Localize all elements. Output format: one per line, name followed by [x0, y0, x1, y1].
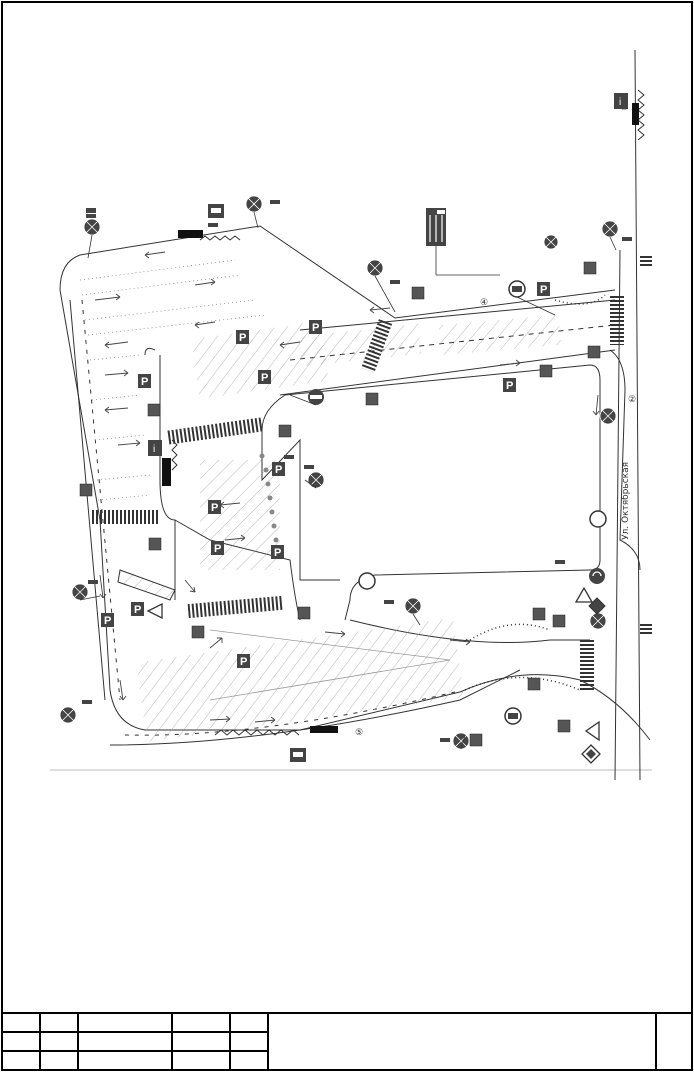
right-road-edge — [634, 49, 641, 781]
parking-sign-icon: P — [131, 602, 144, 616]
main-road — [299, 299, 616, 331]
parking-sign-icon: P — [211, 541, 224, 555]
svg-text:i: i — [619, 97, 621, 108]
priority-road-sign-icon — [588, 597, 606, 615]
title-block — [2, 1012, 692, 1070]
parking-sign-icon: P — [309, 320, 322, 334]
crosswalk — [187, 595, 284, 619]
parking-sign-icon: P — [237, 654, 250, 668]
crosswalk — [166, 417, 263, 445]
svg-text:P: P — [141, 376, 148, 388]
give-way-sign-icon — [146, 602, 163, 620]
parking-sign-icon: P — [208, 500, 221, 514]
no-traffic-sign-icon — [358, 572, 376, 590]
bus-stop-sign-icon — [208, 204, 306, 762]
street-label: Ул. Октябрьская — [621, 462, 631, 540]
svg-text:P: P — [275, 464, 282, 476]
turn-sign-icon — [589, 568, 605, 584]
svg-text:P: P — [239, 332, 246, 344]
crosswalk — [610, 295, 624, 345]
site-plan — [50, 49, 652, 781]
svg-text:P: P — [540, 284, 547, 296]
give-way-sign-icon — [584, 720, 600, 742]
bollards — [259, 453, 279, 543]
svg-text:P: P — [214, 543, 221, 555]
inner-block — [284, 364, 601, 621]
crosswalk — [580, 640, 594, 692]
parking-outline — [59, 225, 616, 731]
road-marker: ⑤ — [355, 727, 363, 737]
zigzag-marking — [637, 89, 645, 141]
no-traffic-sign-icon — [589, 510, 607, 528]
svg-text:P: P — [240, 656, 247, 668]
parking-sign-icon: P — [537, 282, 550, 296]
svg-text:P: P — [134, 604, 141, 616]
parking-sign-icon: P — [258, 370, 271, 384]
parking-sign-icon: P — [138, 374, 151, 388]
info-sign-icon: i i — [148, 93, 628, 456]
inner-island — [144, 347, 176, 600]
crosswalk — [361, 319, 393, 373]
give-way-sign-icon — [574, 586, 594, 603]
bottom-road — [109, 669, 521, 746]
zigzag-marking — [199, 235, 241, 241]
crosswalk — [640, 255, 652, 267]
traffic-signs: P P P P P P P P — [59, 93, 639, 764]
road-marker: ④ — [480, 297, 488, 307]
parking-sign-icon: P — [503, 378, 516, 392]
svg-text:P: P — [261, 372, 268, 384]
svg-text:P: P — [312, 322, 319, 334]
svg-text:P: P — [104, 615, 111, 627]
parking-sign-icon: P — [271, 545, 284, 559]
parking-sign-icon: P — [272, 462, 285, 476]
direction-arrows — [94, 251, 600, 724]
parking-sign-icon: P — [236, 330, 249, 344]
svg-text:P: P — [506, 380, 513, 392]
pedestrian-crossing-sign-icon — [79, 261, 601, 747]
no-entry-sign-icon — [308, 389, 324, 405]
parking-bays-top — [79, 259, 266, 501]
parking-sign-icon: P — [101, 613, 114, 627]
zigzag-marking — [214, 729, 300, 736]
lane-direction-sign-icon — [426, 208, 446, 246]
no-buses-sign-icon — [504, 280, 526, 725]
zigzag-marking — [171, 439, 178, 471]
svg-text:P: P — [274, 547, 281, 559]
crosswalk — [92, 510, 160, 524]
crosswalk — [640, 622, 652, 634]
svg-text:i: i — [153, 444, 155, 455]
svg-text:P: P — [211, 502, 218, 514]
road-marker: ② — [628, 394, 636, 404]
left-road-edge — [69, 299, 106, 701]
